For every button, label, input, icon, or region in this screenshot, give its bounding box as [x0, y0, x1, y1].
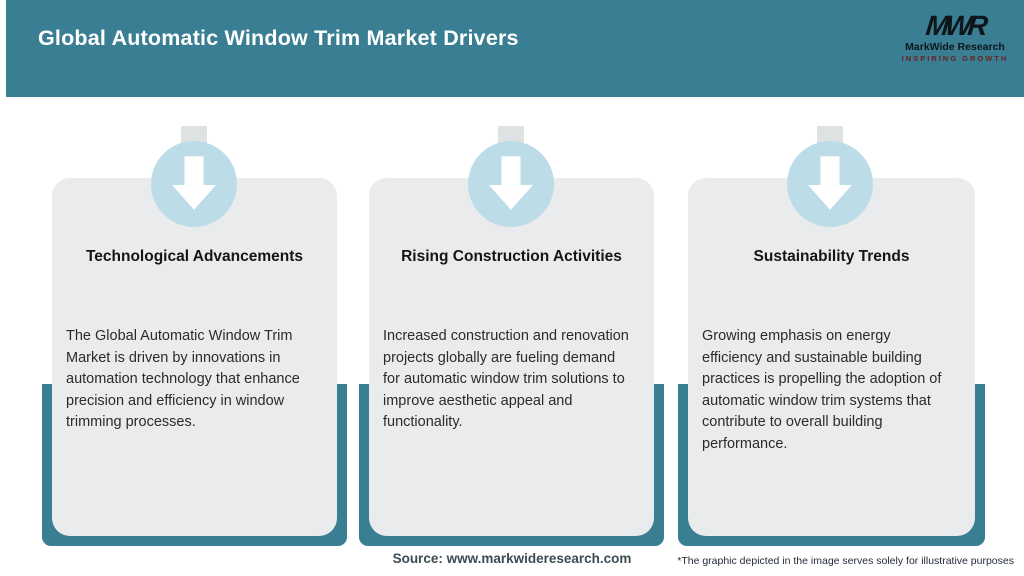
down-arrow-icon	[151, 141, 237, 227]
card-description: Growing emphasis on energy efficiency an…	[702, 328, 942, 452]
logo-monogram: MWR	[924, 10, 986, 41]
card-title: Rising Construction Activities	[401, 248, 622, 265]
arrow-tab	[817, 126, 843, 144]
driver-card-technological-advancements: Technological Advancements The Global Au…	[52, 178, 337, 536]
driver-card-sustainability-trends: Sustainability Trends Growing emphasis o…	[688, 178, 975, 536]
logo-tagline: INSPIRING GROWTH	[901, 53, 1009, 63]
page-title: Global Automatic Window Trim Market Driv…	[38, 26, 519, 50]
markwide-research-logo: MWR MarkWide Research INSPIRING GROWTH	[900, 10, 1010, 63]
disclaimer-text: *The graphic depicted in the image serve…	[677, 555, 1014, 567]
arrow-tab	[181, 126, 207, 144]
down-arrow-icon	[787, 141, 873, 227]
down-arrow-icon	[468, 141, 554, 227]
card-title: Sustainability Trends	[753, 248, 910, 265]
card-description: The Global Automatic Window Trim Market …	[66, 328, 300, 430]
logo-name: MarkWide Research	[905, 41, 1005, 53]
source-text: Source: www.markwideresearch.com	[392, 551, 632, 566]
card-title: Technological Advancements	[85, 248, 304, 265]
driver-card-rising-construction-activities: Rising Construction Activities Increased…	[369, 178, 654, 536]
arrow-tab	[498, 126, 524, 144]
header-bar: Global Automatic Window Trim Market Driv…	[6, 0, 1024, 97]
card-description: Increased construction and renovation pr…	[383, 328, 629, 430]
